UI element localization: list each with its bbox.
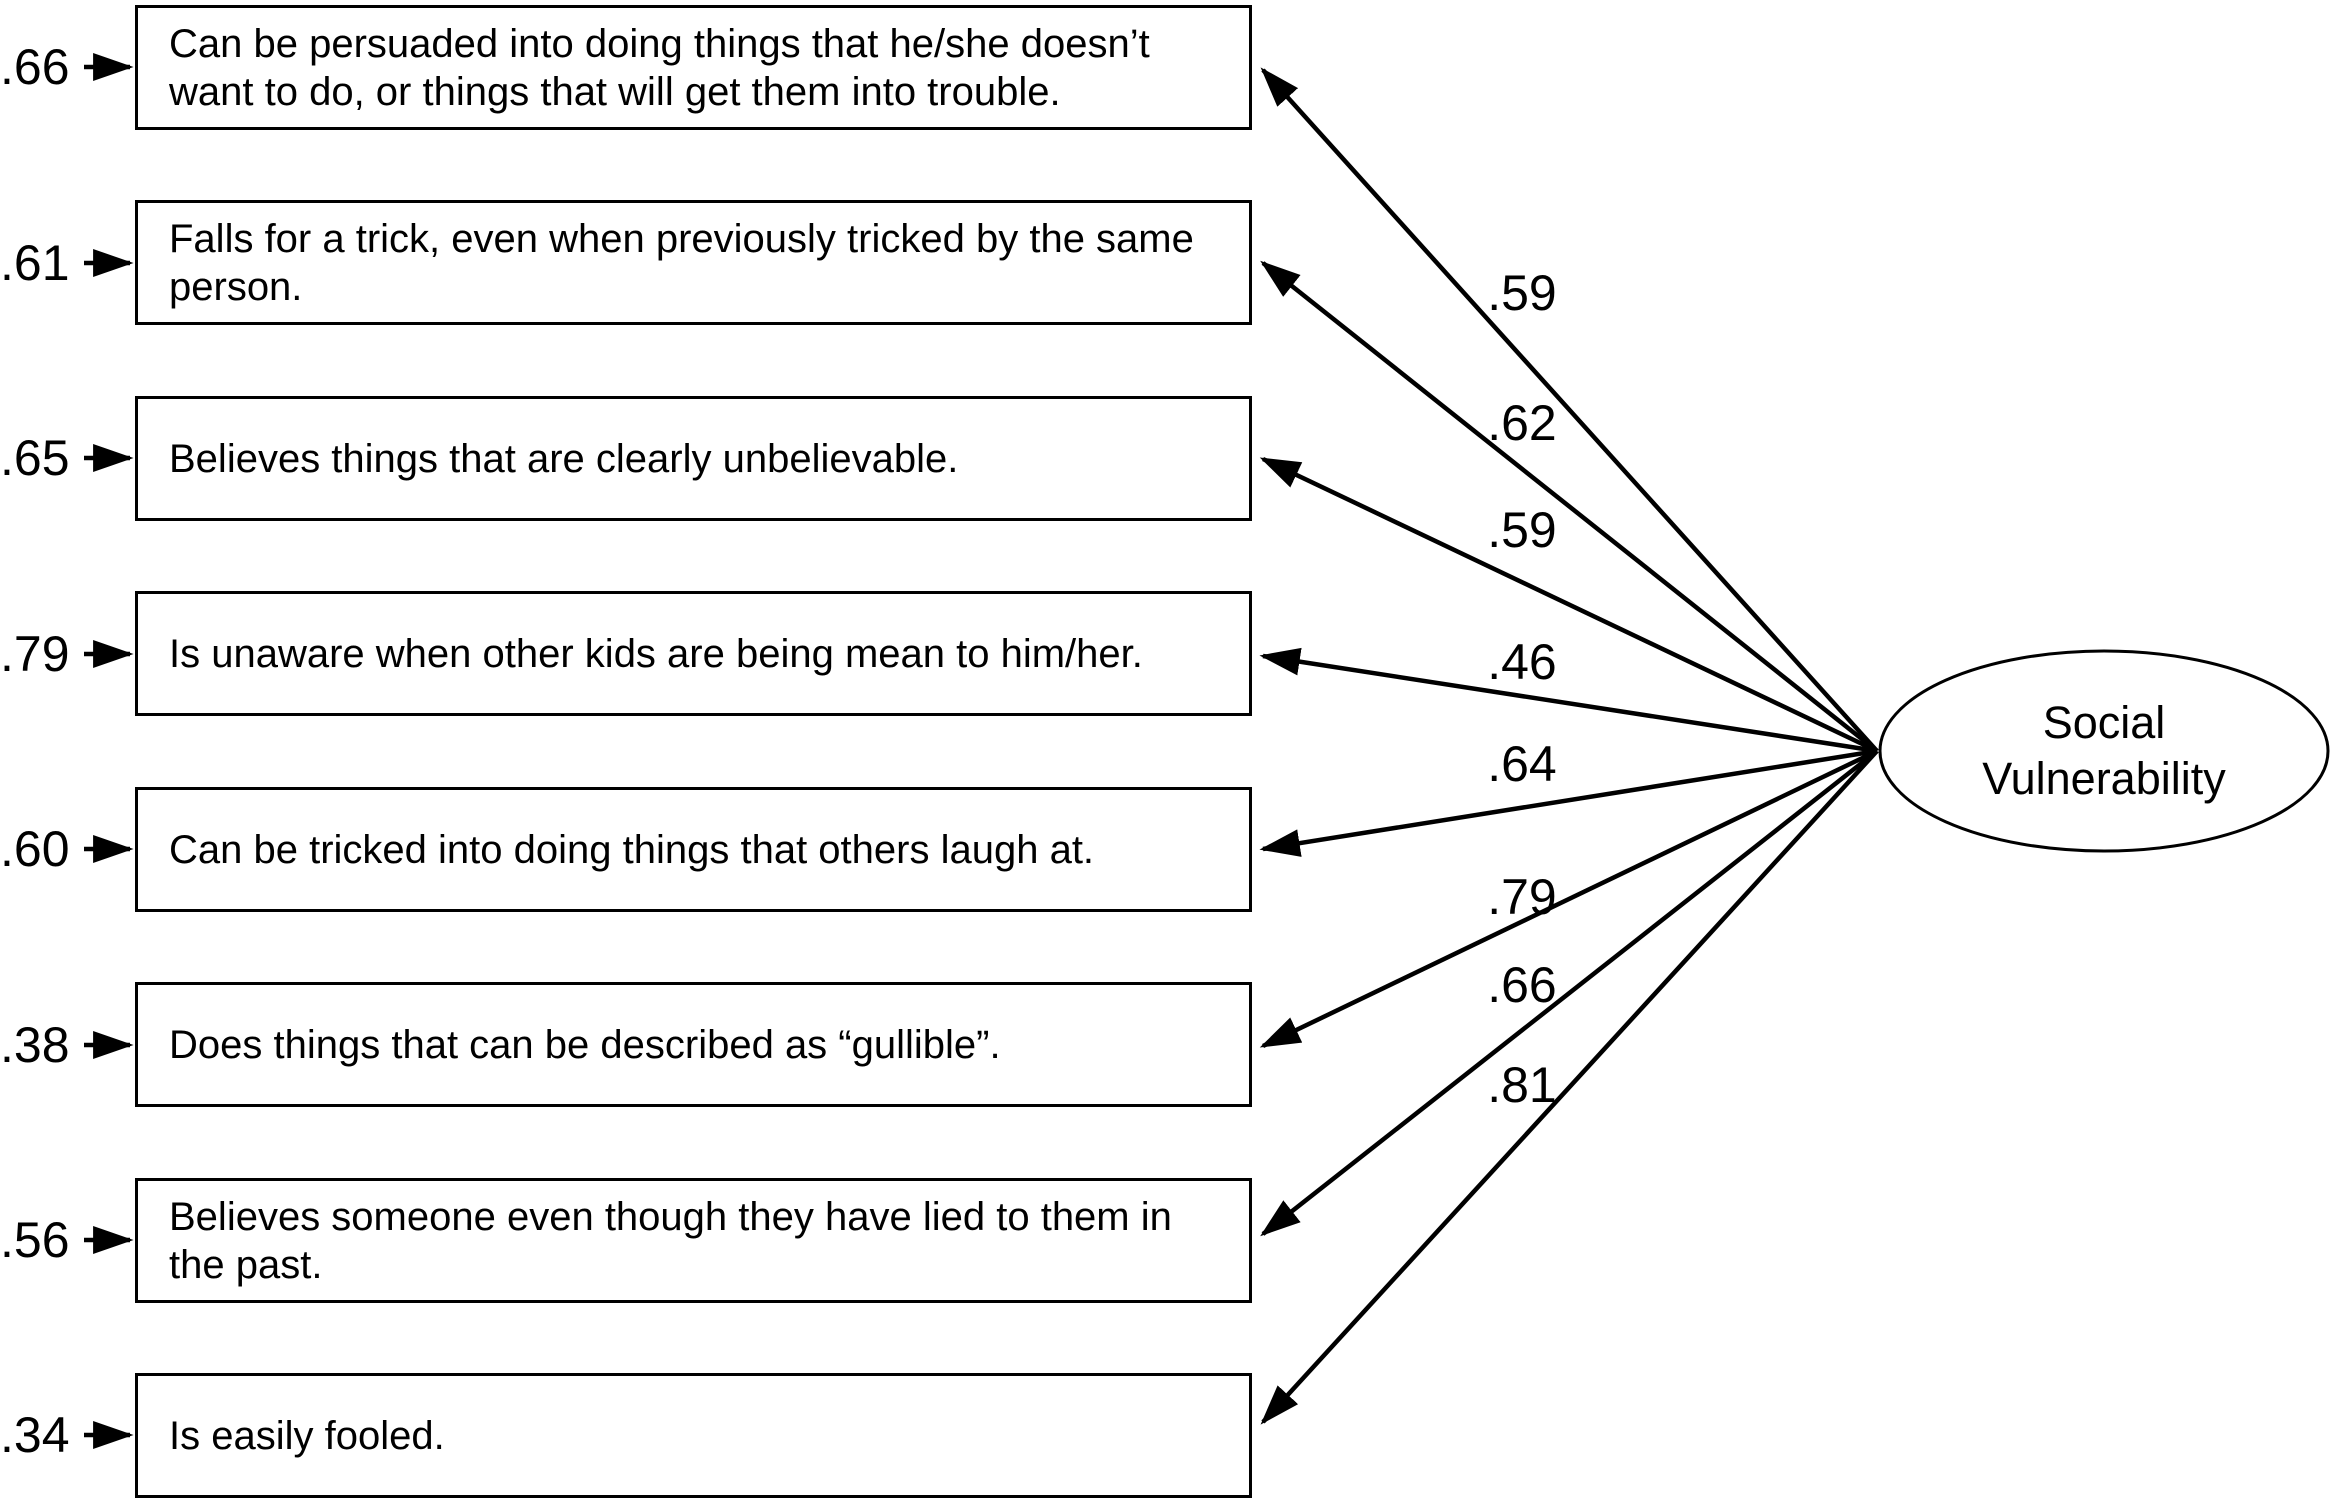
loading-arrow-8: [1260, 749, 1879, 1425]
factor-loading-label-1: .59: [1487, 265, 1557, 321]
factor-label-line1: Social: [2042, 697, 2166, 748]
indicator-text: Believes things that are clearly unbelie…: [169, 436, 959, 481]
loading-arrow-6: [1259, 748, 1878, 1049]
factor-loading-label-7: .66: [1487, 957, 1557, 1013]
indicator-text: Is unaware when other kids are being mea…: [169, 631, 1143, 676]
indicator-box-8: Is easily fooled.: [135, 1373, 1252, 1498]
indicator-text: Can be persuaded into doing things that …: [169, 21, 1150, 114]
indicator-text: Falls for a trick, even when previously …: [169, 216, 1194, 309]
loading-arrow-3: [1259, 456, 1878, 754]
indicator-text: Is easily fooled.: [169, 1413, 445, 1458]
error-variance-label-2: .61: [0, 235, 70, 291]
indicator-box-2: Falls for a trick, even when previously …: [135, 200, 1252, 325]
factor-loading-label-4: .46: [1487, 634, 1557, 690]
error-variance-label-3: .65: [0, 430, 70, 486]
factor-loading-label-3: .59: [1487, 502, 1557, 558]
factor-loading-label-5: .64: [1487, 736, 1557, 792]
error-variance-label-7: .56: [0, 1212, 70, 1268]
indicator-box-4: Is unaware when other kids are being mea…: [135, 591, 1252, 716]
loading-arrow-2: [1260, 260, 1879, 753]
error-variance-label-6: .38: [0, 1017, 70, 1073]
error-variance-label-8: .34: [0, 1407, 70, 1463]
factor-label: Social Vulnerability: [1854, 695, 2333, 807]
indicator-box-1: Can be persuaded into doing things that …: [135, 5, 1252, 130]
indicator-box-3: Believes things that are clearly unbelie…: [135, 396, 1252, 521]
loading-arrow-1: [1260, 67, 1879, 753]
factor-label-line2: Vulnerability: [1982, 753, 2226, 804]
factor-loading-label-2: .62: [1487, 395, 1557, 451]
loading-arrow-7: [1260, 749, 1879, 1237]
error-variance-label-4: .79: [0, 626, 70, 682]
indicator-box-6: Does things that can be described as “gu…: [135, 982, 1252, 1107]
loading-arrow-5: [1259, 748, 1878, 857]
loading-arrow-4: [1259, 647, 1878, 754]
error-variance-label-1: .66: [0, 39, 70, 95]
factor-loading-label-6: .79: [1487, 869, 1557, 925]
indicator-box-5: Can be tricked into doing things that ot…: [135, 787, 1252, 912]
indicator-text: Does things that can be described as “gu…: [169, 1022, 1001, 1067]
error-variance-label-5: .60: [0, 821, 70, 877]
indicator-text: Believes someone even though they have l…: [169, 1194, 1172, 1287]
indicator-text: Can be tricked into doing things that ot…: [169, 827, 1095, 872]
factor-ellipse: [1878, 649, 2330, 853]
indicator-box-7: Believes someone even though they have l…: [135, 1178, 1252, 1303]
factor-loading-label-8: .81: [1487, 1057, 1557, 1113]
